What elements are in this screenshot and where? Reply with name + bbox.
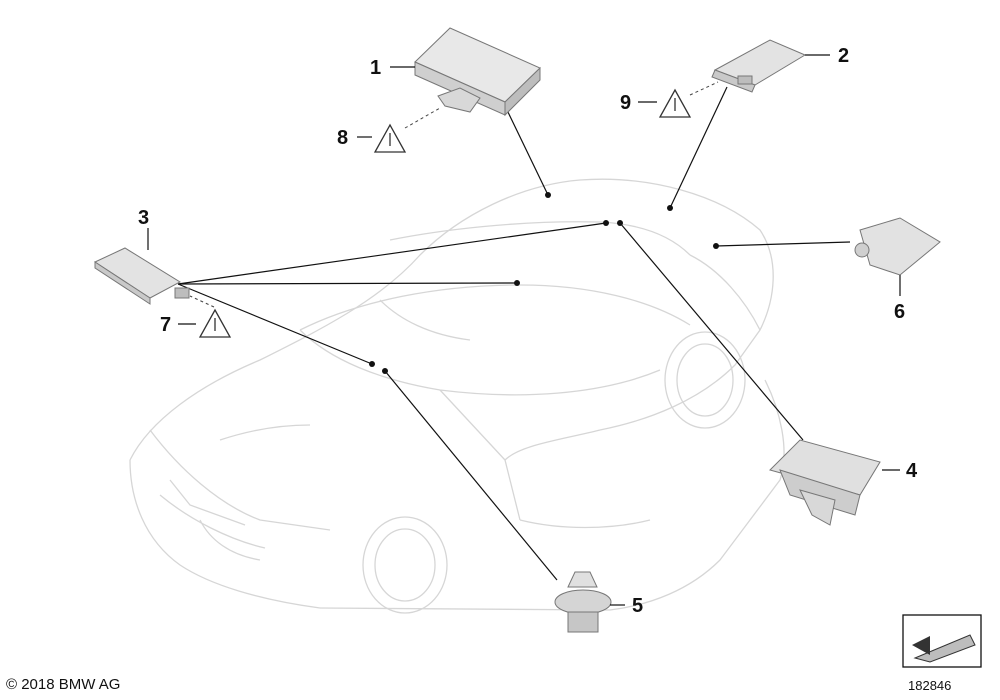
part-1-control-unit bbox=[414, 27, 541, 117]
callout-9: 9 bbox=[620, 92, 631, 114]
part-2-antenna-amplifier bbox=[711, 39, 807, 93]
part-5-clip bbox=[554, 571, 612, 633]
callout-4: 4 bbox=[906, 460, 918, 482]
callout-2: 2 bbox=[838, 45, 849, 67]
connector-dash-lines bbox=[189, 81, 719, 308]
callout-3: 3 bbox=[138, 207, 149, 229]
part-4-bracket bbox=[769, 439, 881, 526]
callout-1: 1 bbox=[370, 57, 381, 79]
part-3-antenna-amplifier bbox=[93, 247, 190, 305]
view-reference-box bbox=[902, 614, 982, 668]
leader-dots bbox=[369, 192, 719, 374]
warning-icon bbox=[198, 88, 692, 338]
leader-lines bbox=[177, 86, 851, 581]
callout-8: 8 bbox=[337, 127, 348, 149]
diagram-number: 182846 bbox=[908, 678, 952, 693]
callout-5: 5 bbox=[632, 595, 643, 617]
copyright-text: © 2018 BMW AG bbox=[6, 676, 121, 693]
car-outline bbox=[129, 178, 785, 614]
callout-7: 7 bbox=[160, 314, 171, 336]
callout-6: 6 bbox=[894, 301, 905, 323]
part-6-holder bbox=[854, 217, 941, 276]
